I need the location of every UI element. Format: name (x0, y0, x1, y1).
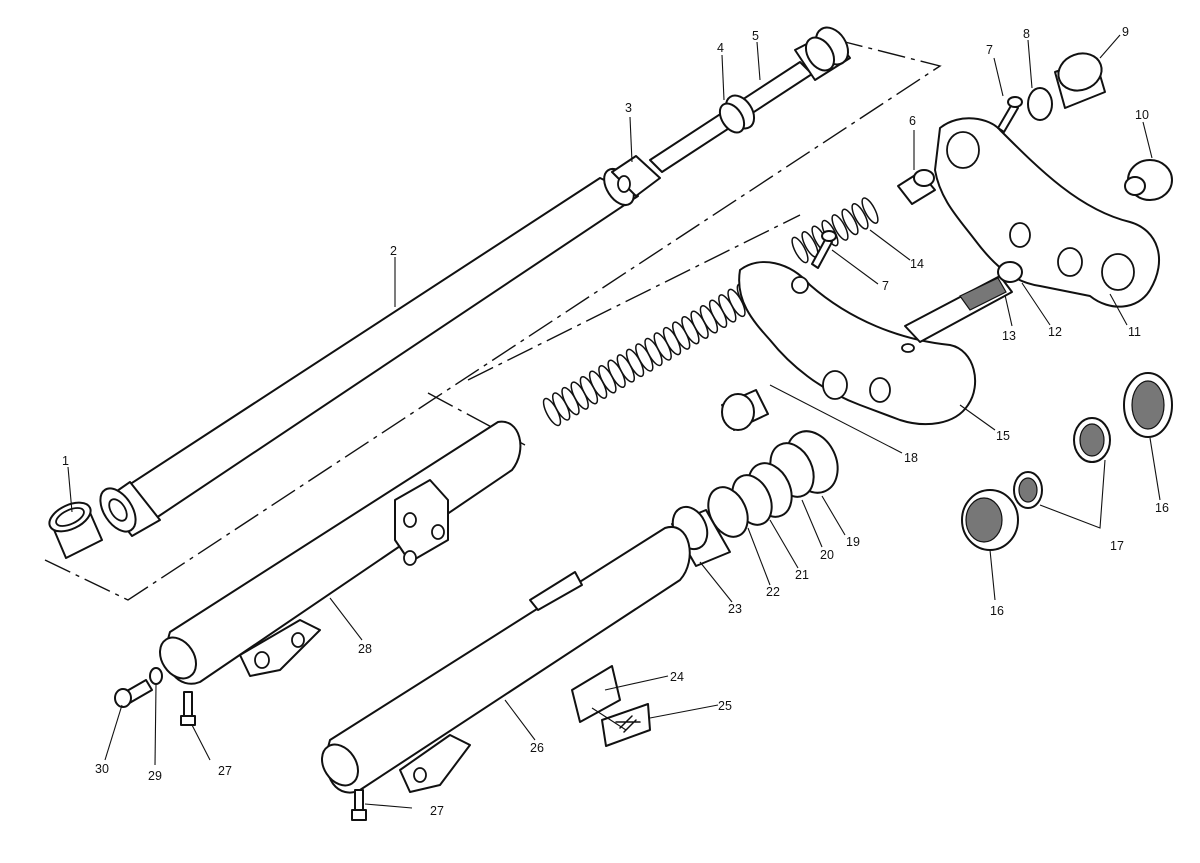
callout-19: 19 (846, 535, 860, 549)
callout-26: 26 (530, 741, 544, 755)
sealing-washer (149, 667, 163, 685)
callout-11: 11 (1128, 325, 1141, 339)
spring-coil (831, 214, 849, 241)
callout-10: 10 (1135, 108, 1149, 122)
spacer (897, 169, 936, 205)
spring-coil (662, 326, 682, 356)
callout-7-lower: 7 (882, 279, 889, 293)
seal-stack (671, 430, 839, 567)
spring-coil (644, 337, 663, 367)
spring-coil (671, 321, 691, 350)
callout-29: 29 (148, 769, 162, 783)
callout-14: 14 (910, 257, 924, 271)
o-ring (1027, 87, 1053, 121)
callout-27-right: 27 (430, 804, 444, 818)
fork-spring-long (542, 283, 756, 427)
decal (601, 703, 651, 747)
spring-coil (699, 305, 719, 334)
damper-rod-assembly (611, 26, 851, 197)
pinch-bolt-lower (811, 230, 837, 269)
spring-coil (625, 348, 645, 378)
callout-17: 17 (1110, 539, 1124, 553)
guide-bushing (721, 389, 769, 431)
spring-coil (542, 397, 562, 427)
spring-coil (635, 343, 654, 372)
callout-8: 8 (1023, 27, 1030, 41)
callout-3: 3 (625, 101, 632, 115)
spring-coil (551, 392, 571, 421)
callout-4: 4 (717, 41, 724, 55)
spring-coil (607, 359, 626, 389)
spring-coil (861, 197, 879, 224)
left-fork-slider (159, 420, 522, 685)
callout-5: 5 (752, 29, 759, 43)
drain-screw (114, 679, 153, 708)
axle-clamp-bolt-left (180, 691, 196, 726)
callout-7-upper: 7 (986, 43, 993, 57)
callout-27-left: 27 (218, 764, 232, 778)
callout-12: 12 (1048, 325, 1062, 339)
callout-15: 15 (996, 429, 1010, 443)
stem-nut (997, 261, 1023, 283)
callout-1: 1 (62, 454, 69, 468)
spring-coil (681, 315, 700, 345)
spring-coil (791, 236, 809, 264)
callout-13: 13 (1002, 329, 1016, 343)
steering-bearing-cones (1013, 417, 1111, 509)
spring-coil (653, 332, 672, 361)
fork-tube (99, 167, 639, 537)
callout-21: 21 (795, 568, 809, 582)
lower-bracket (738, 261, 977, 426)
steering-stem (904, 275, 1013, 343)
spring-coil (841, 208, 859, 236)
callout-25: 25 (718, 699, 732, 713)
callout-2: 2 (390, 244, 397, 258)
axle-clamp-bolt-right (351, 789, 367, 821)
fork-spring-short (791, 197, 879, 264)
callout-labels: 1 2 3 4 5 6 7 8 9 10 11 12 13 7 14 15 16… (62, 25, 1169, 818)
callout-30: 30 (95, 762, 109, 776)
pinch-bolt-upper (997, 96, 1023, 133)
callout-28: 28 (358, 642, 372, 656)
spring-coil (851, 202, 869, 230)
spring-coil (718, 294, 737, 323)
upper-bracket (934, 117, 1160, 308)
callout-18: 18 (904, 451, 918, 465)
steering-bearing-cups (961, 372, 1173, 551)
warning-label (571, 665, 621, 723)
callout-16-right: 16 (1155, 501, 1169, 515)
callout-23: 23 (728, 602, 742, 616)
spring-coil (561, 386, 580, 416)
spring-coil (616, 354, 636, 383)
spring-coil (690, 310, 709, 339)
slider-bushing (48, 501, 103, 559)
stem-cap-plug (1124, 159, 1173, 201)
spring-coil (588, 370, 608, 399)
right-fork-slider (321, 525, 691, 794)
leader-lines (67, 34, 1161, 809)
spring-coil (598, 365, 617, 394)
spring-coil (708, 299, 728, 329)
fork-cap (1054, 52, 1106, 109)
spring-coil (570, 381, 589, 410)
callout-16-left: 16 (990, 604, 1004, 618)
callout-22: 22 (766, 585, 780, 599)
spring-coil (579, 375, 599, 405)
callout-9: 9 (1122, 25, 1129, 39)
callout-6: 6 (909, 114, 916, 128)
callout-20: 20 (820, 548, 834, 562)
callout-24: 24 (670, 670, 684, 684)
